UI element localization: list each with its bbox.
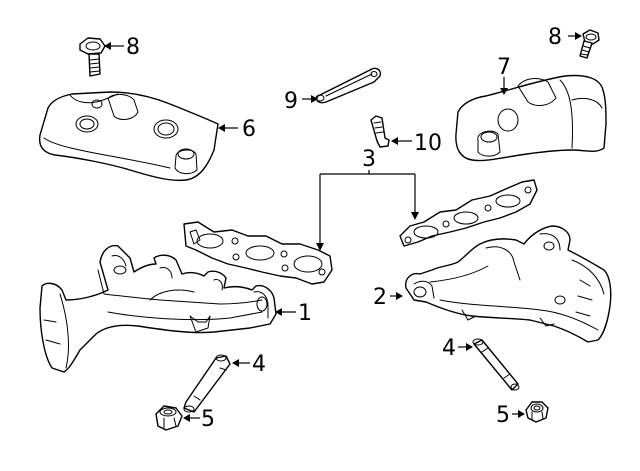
callout-7-leader [500, 77, 508, 95]
callout-8-right-leader [568, 32, 582, 40]
callout-10: 10 [414, 131, 442, 156]
callout-4-left: 4 [252, 352, 266, 377]
part-10-stud [370, 115, 390, 148]
callout-5-right: 5 [496, 403, 510, 428]
callout-5-left-leader [183, 414, 200, 422]
part-7-heat-shield-right [455, 74, 607, 162]
callout-8-left: 8 [126, 35, 140, 60]
callout-3: 3 [362, 147, 376, 172]
callout-4-right: 4 [442, 336, 456, 361]
part-4-stud-right [472, 338, 520, 391]
part-1-exhaust-manifold-left [39, 244, 277, 373]
part-8-bolt-left [79, 37, 106, 77]
callout-10-leader [391, 137, 412, 145]
callout-2: 2 [373, 285, 387, 310]
callout-8-left-leader [104, 42, 124, 50]
part-9-bracket [315, 67, 382, 104]
callout-9: 9 [284, 89, 298, 114]
callout-1: 1 [298, 301, 312, 326]
callout-2-leader [390, 292, 403, 300]
part-8-bolt-right [579, 29, 600, 59]
callout-9-leader [302, 95, 318, 103]
part-5-nut-right [525, 401, 549, 423]
part-2-exhaust-manifold-right [405, 225, 612, 343]
callout-1-leader [275, 308, 296, 316]
callout-4-left-leader [232, 359, 250, 367]
callout-6-leader [218, 124, 238, 132]
callout-5-right-leader [512, 410, 525, 418]
callout-3-leader [316, 170, 419, 251]
callout-4-right-leader [458, 343, 473, 351]
part-3-gasket-left [183, 221, 333, 285]
callout-7: 7 [497, 55, 511, 80]
part-5-nut-left [155, 405, 183, 431]
callout-6: 6 [242, 117, 256, 142]
callout-8-right: 8 [548, 25, 562, 50]
callout-5-left: 5 [201, 407, 215, 432]
part-6-heat-shield-left [38, 91, 219, 182]
part-3-gasket-right [399, 179, 538, 247]
part-4-stud-left [183, 354, 231, 413]
